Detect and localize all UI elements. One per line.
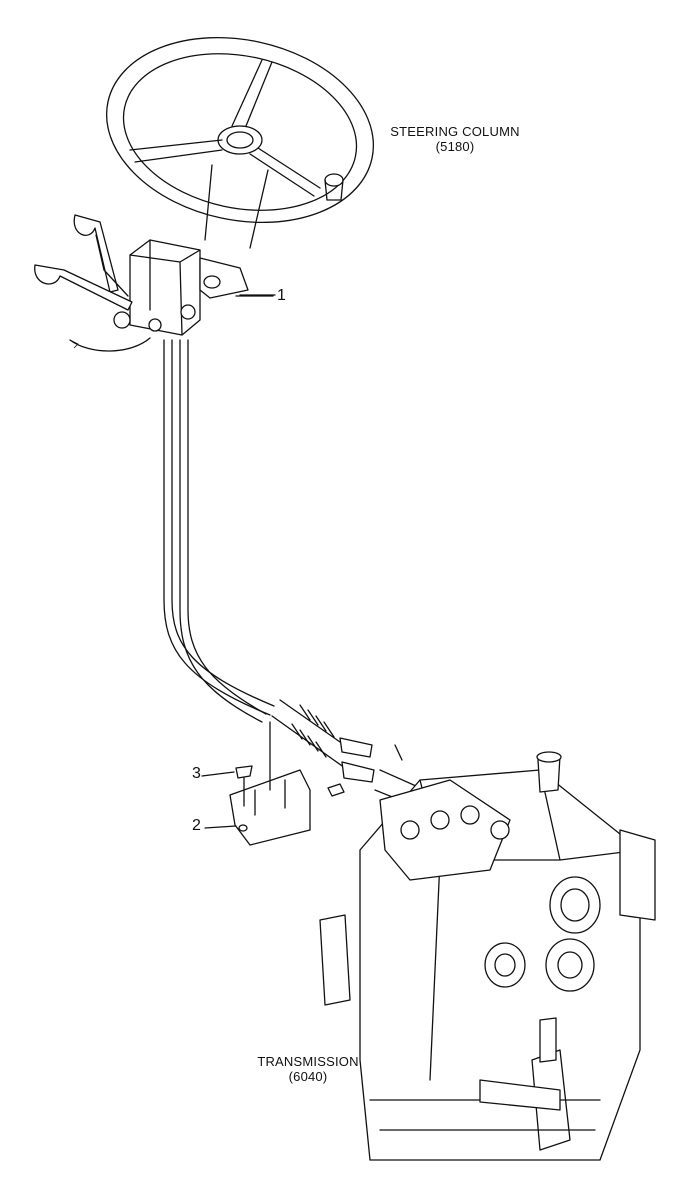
transmission-code: (6040) (288, 1069, 328, 1084)
transmission-label: TRANSMISSION (6040) (238, 1054, 378, 1084)
control-lever-assembly (34, 214, 276, 352)
steering-column-code: (5180) (435, 139, 475, 154)
steering-wheel (105, 36, 375, 249)
callout-3: 3 (192, 765, 201, 782)
transmission-name: TRANSMISSION (257, 1054, 359, 1069)
steering-column-label: STEERING COLUMN (5180) (380, 124, 530, 154)
steering-column-name: STEERING COLUMN (390, 124, 520, 139)
cable-bracket (201, 721, 311, 846)
transmission-housing (319, 751, 656, 1161)
shift-cables (163, 339, 426, 807)
callout-2: 2 (192, 817, 201, 834)
callout-1: 1 (277, 287, 286, 304)
